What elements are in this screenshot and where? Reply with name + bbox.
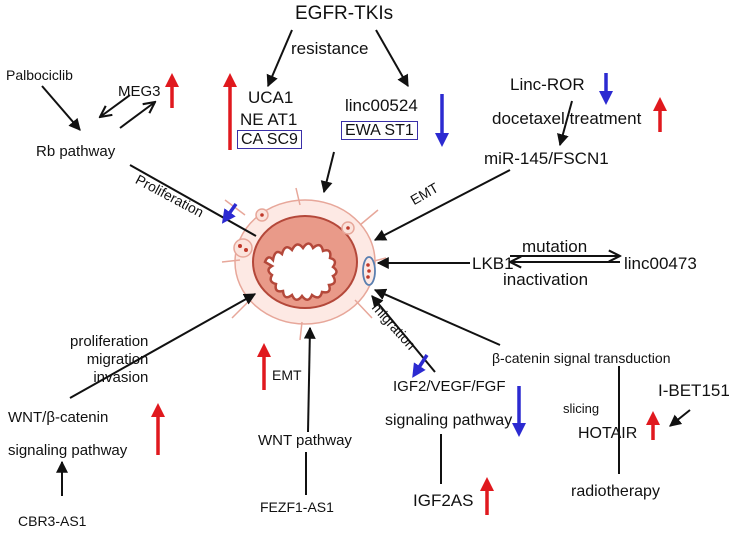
blue-down-arrow-icon [221,202,238,224]
blue-down-arrow-icon [412,354,429,378]
arrow-emt-right [373,169,511,241]
arrow-ibet-to-hotair [669,409,691,427]
label-igf2-vegf-fgf: IGF2/VEGF/FGF [393,378,506,395]
label-wnt-beta-catenin: WNT/β-catenin [8,409,109,426]
label-cbr3-as1: CBR3-AS1 [18,513,87,529]
label-mutation: mutation [522,237,588,256]
label-casc9: CA SC9 [237,130,302,149]
label-egfr-tkis: EGFR-TKIs [295,3,394,24]
arrow-rb-inhibit-airway [129,164,257,237]
label-palbociclib: Palbociclib [6,67,73,83]
arrow-meg3-to-rb [100,94,131,117]
label-fezf1-as1: FEZF1-AS1 [260,499,334,515]
arrow-beta-catenin-to-airway [373,288,501,346]
arrow-to-airway-top [320,151,335,194]
label-mir145: miR-145/FSCN1 [484,149,609,168]
label-resistance: resistance [291,39,369,58]
label-inactivation: inactivation [503,270,589,289]
label-lkb1: LKB1 [472,254,514,273]
label-docetaxel: docetaxel treatment [492,109,642,128]
arrow-linc-ror-to-mir145 [557,100,573,147]
label-wnt-pathway: WNT pathway [258,432,352,449]
arrow-egfr-to-linc00524 [375,29,409,88]
connectors [41,29,691,496]
label-linc-ror: Linc-ROR [510,75,585,94]
label-neat1: NE AT1 [240,110,298,129]
arrow-ppi-to-airway [69,293,257,399]
label-i-bet151: I-BET151 [658,381,730,400]
label-uca1: UCA1 [248,88,294,107]
regulation-arrows [151,73,667,515]
label-slicing: slicing [563,401,600,416]
label-proliferation-migration-invasion: proliferation migration invasion [70,333,149,386]
label-linc00473: linc00473 [624,254,697,273]
label-signaling-pathway-right: signaling pathway [385,412,513,429]
arrow-rb-to-meg3 [119,102,155,129]
label-signaling-pathway-left: signaling pathway [8,442,128,459]
label-radiotherapy: radiotherapy [571,483,660,500]
label-emt-bottom: EMT [272,367,302,383]
label-ewast1: EWA ST1 [341,121,418,140]
airway-cross-section [221,187,387,341]
arrow-palbociclib-to-rb [41,85,81,131]
label-rb-pathway: Rb pathway [36,143,116,160]
label-igf2as: IGF2AS [413,491,474,510]
label-beta-catenin-signal: β-catenin signal transduction [492,350,671,366]
label-hotair: HOTAIR [578,425,638,442]
label-linc00524: linc00524 [345,96,418,115]
label-meg3: MEG3 [118,83,161,100]
arrow-wnt-to-airway [303,326,316,433]
arrow-egfr-to-uca1 [266,29,293,88]
